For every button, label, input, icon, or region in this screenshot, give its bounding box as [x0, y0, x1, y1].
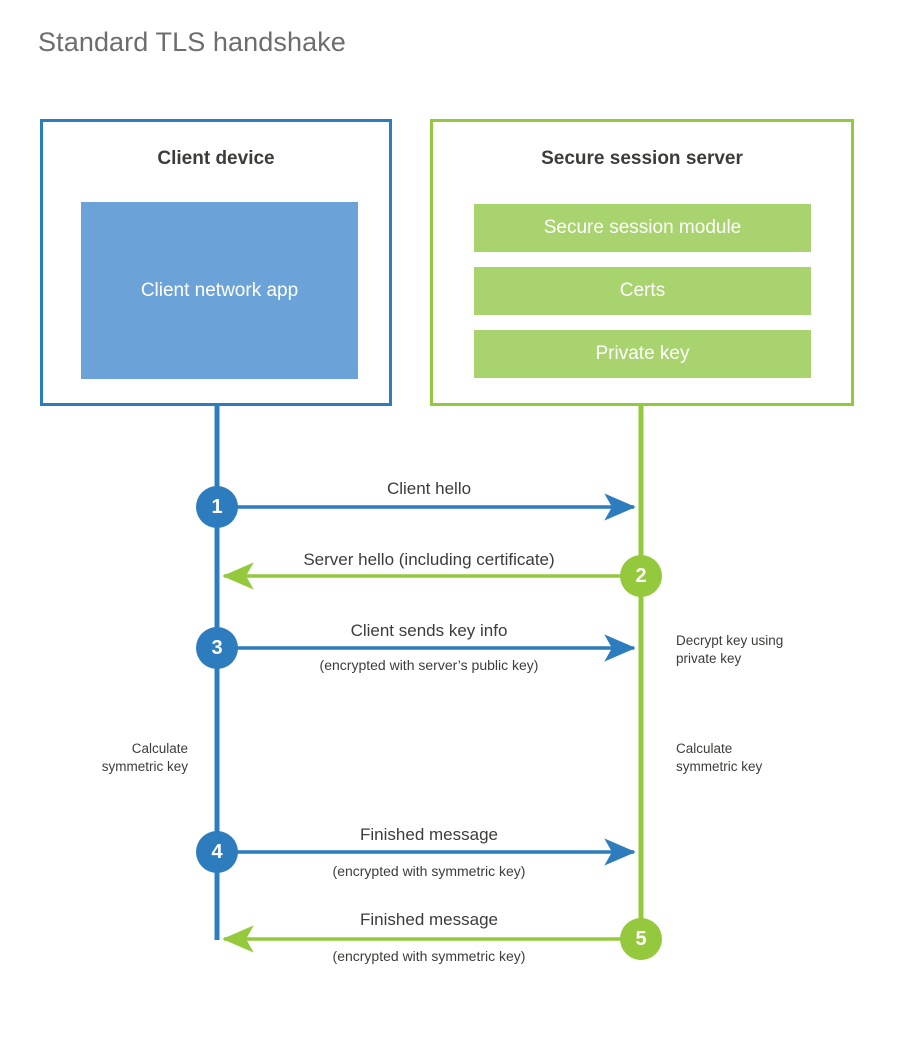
message-sublabel-step-3: (encrypted with server’s public key): [319, 657, 539, 673]
message-label-step-3: Client sends key info: [350, 621, 508, 640]
message-label-step-5: Finished message: [360, 910, 498, 929]
annotation-client-calculate-symmetric-key: Calculate symmetric key: [101, 741, 188, 775]
message-label-step-1: Client hello: [386, 479, 472, 498]
step-badge-3[interactable]: 3: [196, 627, 238, 669]
client-device-title: Client device: [157, 148, 275, 169]
step-badge-4[interactable]: 4: [196, 831, 238, 873]
message-label-step-2: Server hello (including certificate): [303, 550, 555, 569]
client-network-app-block: Client network app: [81, 202, 358, 379]
client-device-box: Client device Client network app: [40, 119, 392, 406]
server-component-certs: Certs: [474, 267, 811, 315]
page-title: Standard TLS handshake: [38, 27, 346, 57]
message-label-step-4: Finished message: [360, 825, 498, 844]
message-sublabel-step-4: (encrypted with symmetric key): [332, 863, 526, 879]
server-component-secure-session-module: Secure session module: [474, 204, 811, 252]
message-sublabel-step-5: (encrypted with symmetric key): [332, 948, 526, 964]
secure-session-server-title: Secure session server: [541, 148, 743, 169]
step-badge-2[interactable]: 2: [620, 555, 662, 597]
step-badge-1[interactable]: 1: [196, 486, 238, 528]
annotation-decrypt-key: Decrypt key using private key: [676, 633, 784, 667]
step-badge-5[interactable]: 5: [620, 918, 662, 960]
secure-session-server-box: Secure session server Secure session mod…: [430, 119, 854, 406]
server-component-private-key: Private key: [474, 330, 811, 378]
annotation-server-calculate-symmetric-key: Calculate symmetric key: [676, 741, 763, 775]
